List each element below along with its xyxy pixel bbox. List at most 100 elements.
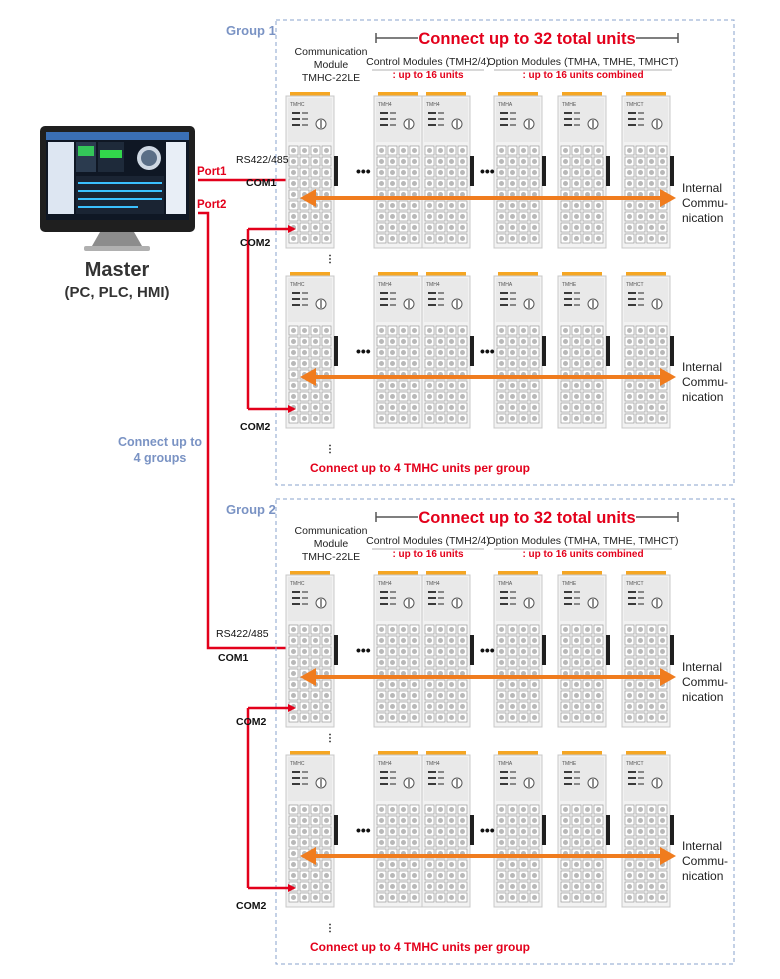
internal-comm-label-line1: Internal [682, 660, 722, 674]
module-tmh4: TMH4 [373, 571, 426, 728]
option-limit-label: : up to 16 units combined [522, 70, 643, 81]
module-label: TMHC [290, 102, 305, 108]
com2-label-row1: COM2 [240, 237, 270, 249]
module-label: TMHA [498, 102, 513, 108]
module-tmha: TMHA [493, 92, 546, 249]
vertical-dots: ⋮ [325, 254, 335, 265]
com1-label: COM1 [246, 177, 276, 189]
ellipsis-dots: ••• [480, 822, 495, 838]
ellipsis-dots: ••• [480, 343, 495, 359]
comm-module-label-line2: Module [314, 538, 349, 550]
module-label: TMHC [290, 581, 305, 587]
port2-connection-line [198, 211, 296, 652]
module-label: TMHC [290, 761, 305, 767]
module-label: TMHCT [626, 761, 644, 767]
group-border [275, 19, 735, 486]
com2-label-row2: COM2 [236, 900, 266, 912]
option-modules-label: Option Modules (TMHA, TMHE, TMHCT) [488, 535, 679, 547]
group-footer: Connect up to 4 TMHC units per group [310, 461, 530, 475]
module-tmhct: TMHCT [621, 92, 674, 249]
module-tmhe: TMHE [557, 92, 610, 249]
comm-module-label-line1: Communication [295, 46, 368, 58]
control-modules-label: Control Modules (TMH2/4) [366, 56, 490, 68]
group-title: Group 1 [226, 23, 276, 38]
ellipsis-dots: ••• [356, 343, 371, 359]
module-tmhe: TMHE [557, 751, 610, 908]
ellipsis-dots: ••• [480, 642, 495, 658]
module-tmhc: TMHC [285, 571, 338, 728]
internal-comm-label-line3: nication [682, 690, 723, 704]
group-title: Group 2 [226, 502, 276, 517]
module-label: TMHC [290, 282, 305, 288]
module-tmhct: TMHCT [621, 272, 674, 429]
module-label: TMHCT [626, 282, 644, 288]
master-title: Master [85, 259, 150, 281]
connect-groups-label-line1: Connect up to [118, 435, 202, 449]
port2-label: Port2 [197, 199, 226, 211]
module-tmh4: TMH4 [421, 92, 474, 249]
internal-comm-label-line1: Internal [682, 360, 722, 374]
master-monitor [40, 126, 195, 251]
module-tmhc: TMHC [285, 272, 338, 429]
com1-label: COM1 [218, 652, 248, 664]
module-label: TMH4 [426, 102, 440, 108]
ellipsis-dots: ••• [356, 642, 371, 658]
rs-label: RS422/485 [216, 628, 269, 640]
module-tmhe: TMHE [557, 571, 610, 728]
module-label: TMHA [498, 282, 513, 288]
group-headline: Connect up to 32 total units [418, 509, 635, 527]
option-limit-label: : up to 16 units combined [522, 549, 643, 560]
module-tmh4: TMH4 [421, 751, 474, 908]
module-label: TMHE [562, 102, 577, 108]
module-tmha: TMHA [493, 272, 546, 429]
module-label: TMH4 [378, 102, 392, 108]
internal-comm-label-line2: Commu- [682, 675, 728, 689]
comm-module-label-line1: Communication [295, 525, 368, 537]
port1-label: Port1 [197, 166, 227, 178]
module-tmh4: TMH4 [373, 92, 426, 249]
module-label: TMH4 [426, 761, 440, 767]
comm-module-label-line2: Module [314, 59, 349, 71]
group-border [275, 498, 735, 965]
module-tmhc: TMHC [285, 751, 338, 908]
com2-label-row1: COM2 [236, 716, 266, 728]
control-modules-label: Control Modules (TMH2/4) [366, 535, 490, 547]
comm-module-label-line3: TMHC-22LE [302, 551, 360, 563]
internal-comm-label-line1: Internal [682, 181, 722, 195]
vertical-dots: ⋮ [325, 923, 335, 934]
ellipsis-dots: ••• [356, 163, 371, 179]
internal-comm-label-line3: nication [682, 869, 723, 883]
module-label: TMH4 [378, 581, 392, 587]
control-limit-label: : up to 16 units [392, 549, 464, 560]
group-2: Group 2 Connect up to 32 total unitsCommu… [216, 498, 735, 965]
internal-comm-label-line3: nication [682, 390, 723, 404]
module-tmhct: TMHCT [621, 571, 674, 728]
module-label: TMH4 [426, 282, 440, 288]
module-tmh4: TMH4 [373, 272, 426, 429]
option-modules-label: Option Modules (TMHA, TMHE, TMHCT) [488, 56, 679, 68]
module-tmha: TMHA [493, 751, 546, 908]
internal-comm-label-line2: Commu- [682, 375, 728, 389]
module-label: TMHA [498, 761, 513, 767]
master-subtitle: (PC, PLC, HMI) [65, 284, 170, 301]
internal-comm-label-line2: Commu- [682, 196, 728, 210]
module-label: TMH4 [378, 282, 392, 288]
com2-label-row2: COM2 [240, 421, 270, 433]
module-label: TMHCT [626, 581, 644, 587]
module-label: TMHA [498, 581, 513, 587]
module-tmha: TMHA [493, 571, 546, 728]
connect-groups-label-line2: 4 groups [134, 451, 187, 465]
module-label: TMH4 [378, 761, 392, 767]
comm-module-label-line3: TMHC-22LE [302, 72, 360, 84]
internal-comm-label-line3: nication [682, 211, 723, 225]
internal-comm-label-line1: Internal [682, 839, 722, 853]
module-label: TMHE [562, 581, 577, 587]
module-tmh4: TMH4 [421, 272, 474, 429]
module-tmhc: TMHC [285, 92, 338, 249]
